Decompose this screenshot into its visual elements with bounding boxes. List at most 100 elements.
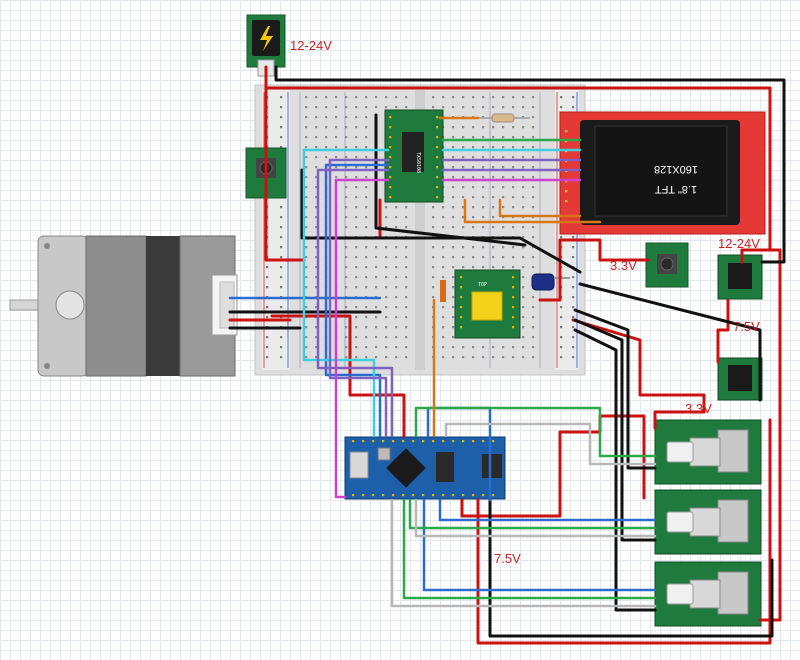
pin-hole [532, 306, 535, 309]
pin-hole [492, 266, 495, 269]
pin-hole [512, 266, 515, 269]
pin-hole [492, 356, 495, 359]
pin-hole [385, 96, 388, 99]
pin-hole [305, 126, 308, 129]
pin-hole [452, 106, 455, 109]
pin-hole [405, 226, 408, 229]
pin-hole [482, 356, 485, 359]
pin-hole [572, 356, 575, 359]
pin-hole [335, 156, 338, 159]
pin-hole [482, 146, 485, 149]
pin-hole [442, 276, 445, 279]
pin-hole [532, 336, 535, 339]
pin-hole [432, 440, 435, 443]
pin-hole [395, 296, 398, 299]
pin-hole [405, 346, 408, 349]
pin-hole [492, 216, 495, 219]
pin-hole [442, 96, 445, 99]
pin-hole [305, 106, 308, 109]
pin-hole [405, 326, 408, 329]
pin-hole [560, 326, 563, 329]
pin-hole [452, 186, 455, 189]
pin-hole [355, 306, 358, 309]
pin-hole [385, 106, 388, 109]
pin-hole [512, 306, 515, 309]
pin-hole [385, 326, 388, 329]
pin-hole [442, 246, 445, 249]
pin-hole [355, 356, 358, 359]
pin-hole [345, 256, 348, 259]
pin-hole [502, 166, 505, 169]
pin-hole [452, 226, 455, 229]
pin-hole [472, 356, 475, 359]
pin-hole [385, 296, 388, 299]
pin-hole [452, 494, 455, 497]
pin-hole [512, 176, 515, 179]
pin-hole [452, 316, 455, 319]
pin-hole [395, 276, 398, 279]
pin-hole [345, 226, 348, 229]
pin-hole [560, 316, 563, 319]
pin-hole [365, 166, 368, 169]
pin-hole [512, 296, 515, 299]
pin-hole [432, 246, 435, 249]
pin-hole [305, 356, 308, 359]
pin-hole [482, 440, 485, 443]
pin-hole [442, 206, 445, 209]
pin-hole [375, 246, 378, 249]
pin-hole [365, 286, 368, 289]
pin-hole [375, 276, 378, 279]
pin-hole [512, 106, 515, 109]
pin-hole [335, 96, 338, 99]
pin-hole [572, 96, 575, 99]
pin-hole [402, 494, 405, 497]
pin-hole [385, 256, 388, 259]
pin-hole [325, 146, 328, 149]
pin-hole [512, 136, 515, 139]
pin-hole [462, 266, 465, 269]
pin-hole [492, 494, 495, 497]
pin-hole [472, 216, 475, 219]
pin-hole [502, 346, 505, 349]
pin-hole [522, 136, 525, 139]
pin-hole [432, 96, 435, 99]
pin-hole [395, 266, 398, 269]
pin-hole [345, 156, 348, 159]
pin-hole [365, 356, 368, 359]
pin-hole [395, 106, 398, 109]
pin-hole [452, 286, 455, 289]
pin-hole [345, 216, 348, 219]
pin-hole [512, 186, 515, 189]
pin-hole [375, 356, 378, 359]
pin-hole [395, 286, 398, 289]
pin-hole [502, 186, 505, 189]
pin-hole [315, 196, 318, 199]
display-size: 1.8" TFT [655, 183, 697, 195]
pin-hole [472, 126, 475, 129]
pin-hole [355, 156, 358, 159]
pin-hole [315, 266, 318, 269]
pin-hole [365, 256, 368, 259]
pin-hole [502, 126, 505, 129]
reg2-out-top-label: 7.5V [733, 319, 760, 334]
pin-hole [405, 266, 408, 269]
pin-hole [355, 126, 358, 129]
pin-hole [572, 316, 575, 319]
pin-hole [436, 176, 439, 179]
pin-hole [452, 176, 455, 179]
pin-hole [345, 326, 348, 329]
pin-hole [325, 96, 328, 99]
pin-hole [305, 246, 308, 249]
pin-hole [502, 226, 505, 229]
pin-hole [472, 176, 475, 179]
pin-hole [492, 146, 495, 149]
pin-hole [522, 156, 525, 159]
pin-hole [442, 356, 445, 359]
pin-hole [395, 346, 398, 349]
pin-hole [522, 346, 525, 349]
pin-hole [502, 206, 505, 209]
pin-hole [572, 246, 575, 249]
pin-hole [492, 96, 495, 99]
pin-hole [442, 440, 445, 443]
pin-hole [522, 266, 525, 269]
